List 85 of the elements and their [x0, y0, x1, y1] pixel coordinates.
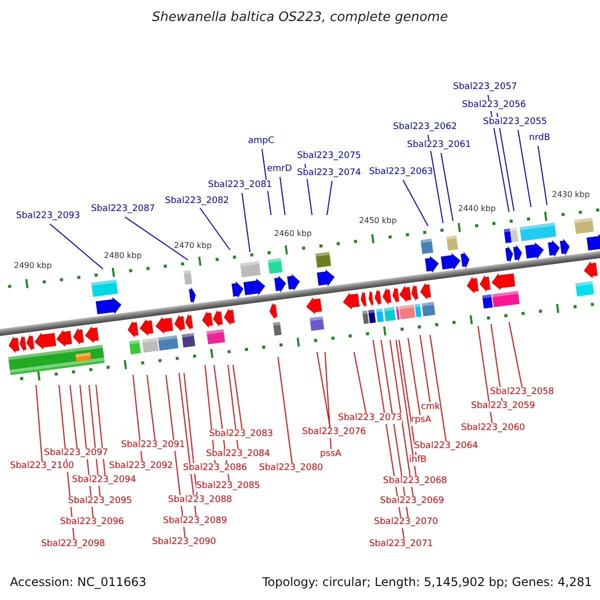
gene-label: Sbal223_2074	[297, 168, 362, 179]
leader-line	[242, 192, 250, 252]
gene-label: Sbal223_2076	[302, 427, 366, 438]
leader-line	[50, 224, 104, 270]
gene-label: Sbal223_2068	[383, 476, 448, 487]
scale-label: 2470 kbp	[174, 241, 212, 251]
gene-label: Sbal223_2064	[414, 441, 478, 452]
leader-line	[518, 130, 532, 208]
leader-line	[324, 352, 332, 450]
gene-label: Sbal223_2086	[183, 463, 248, 474]
gene-label: Sbal223_2096	[60, 517, 124, 528]
leader-line	[146, 374, 156, 440]
gene-label: Sbal223_2093	[16, 211, 80, 222]
leader-line	[326, 180, 332, 216]
leader-line	[280, 176, 286, 216]
genome-summary: Topology: circular; Length: 5,145,902 bp; Genes: 4,281	[262, 575, 592, 589]
gene-label: Sbal223_2090	[152, 537, 216, 548]
leader-line	[184, 372, 198, 496]
leader-line	[398, 340, 416, 456]
leader-line	[402, 180, 428, 226]
gene-label: Sbal223_2091	[121, 440, 186, 451]
leader-line	[396, 340, 416, 476]
leader-line	[228, 364, 238, 450]
leader-line	[420, 334, 430, 402]
title: Shewanella baltica OS223, complete genome	[151, 10, 449, 26]
gene-label: Sbal223_2088	[168, 495, 232, 506]
leader-line	[430, 334, 446, 442]
gene-label: Sbal223_2056	[462, 100, 526, 111]
gene-label: Sbal223_2070	[374, 517, 438, 528]
leader-line	[390, 340, 414, 496]
scale-label: 2450 kbp	[359, 216, 397, 226]
leader-line	[278, 356, 292, 464]
gene-label: rpsA	[411, 415, 432, 426]
leader-line	[124, 216, 188, 260]
scale-label: 2460 kbp	[274, 229, 312, 239]
gene-label: Sbal223_2094	[72, 475, 136, 486]
leader-line	[496, 112, 514, 212]
gene-label: Sbal223_2058	[490, 387, 554, 398]
gene-label: Sbal223_2097	[44, 448, 108, 459]
gene-label: pssA	[320, 449, 342, 460]
scale-label: 2480 kbp	[104, 251, 142, 261]
gene-label: Sbal223_2063	[369, 167, 434, 178]
scale-label: 2490 kbp	[14, 261, 52, 271]
scale-label: 2440 kbp	[458, 204, 496, 214]
leader-line	[490, 324, 502, 402]
scale-label: 2430 kbp	[552, 190, 590, 200]
gene-label: Sbal223_2087	[91, 204, 156, 215]
leader-line	[96, 384, 106, 476]
gene-label: Sbal223_2089	[163, 516, 228, 527]
gene-label: Sbal223_2082	[165, 196, 230, 207]
gene-label: ampC	[248, 136, 274, 147]
gene-label: Sbal223_2095	[68, 496, 132, 507]
gene-label: Sbal223_2057	[453, 82, 518, 93]
gene-label: Sbal223_2075	[297, 151, 362, 162]
gene-label: Sbal223_2100	[10, 461, 74, 472]
gene-label: ihfB	[409, 455, 427, 466]
leader-line	[316, 352, 330, 428]
gene-label: Sbal223_2062	[393, 122, 458, 133]
leader-line	[428, 134, 444, 224]
leader-line	[354, 352, 366, 414]
gene-label: Sbal223_2073	[338, 413, 402, 424]
leader-line	[36, 384, 42, 462]
gene-label: Sbal223_2081	[208, 180, 272, 191]
gene-label: Sbal223_2098	[41, 539, 106, 550]
leader-line	[508, 322, 522, 388]
gene-label: Sbal223_2071	[369, 539, 434, 550]
gene-label: Sbal223_2084	[206, 449, 270, 460]
gene-label: Sbal223_2080	[259, 463, 324, 474]
leader-line	[440, 152, 454, 222]
gene-label: Sbal223_2061	[407, 140, 472, 151]
gene-label: Sbal223_2055	[483, 117, 548, 128]
leader-line	[538, 146, 548, 206]
leader-line	[200, 208, 230, 250]
gene-label: Sbal223_2069	[380, 496, 444, 507]
leader-line	[478, 326, 492, 424]
gene-label: Sbal223_2059	[471, 401, 536, 412]
leader-line	[132, 374, 142, 462]
gene-label: Sbal223_2060	[461, 423, 526, 434]
gene-label: Sbal223_2083	[209, 429, 274, 440]
gene-label: Sbal223_2092	[109, 461, 174, 472]
gene-label: Sbal223_2085	[196, 481, 260, 492]
accession-note: Accession: NC_011663	[10, 575, 146, 589]
leader-line	[70, 384, 78, 448]
leader-line	[232, 364, 242, 430]
leader-line	[408, 338, 420, 416]
